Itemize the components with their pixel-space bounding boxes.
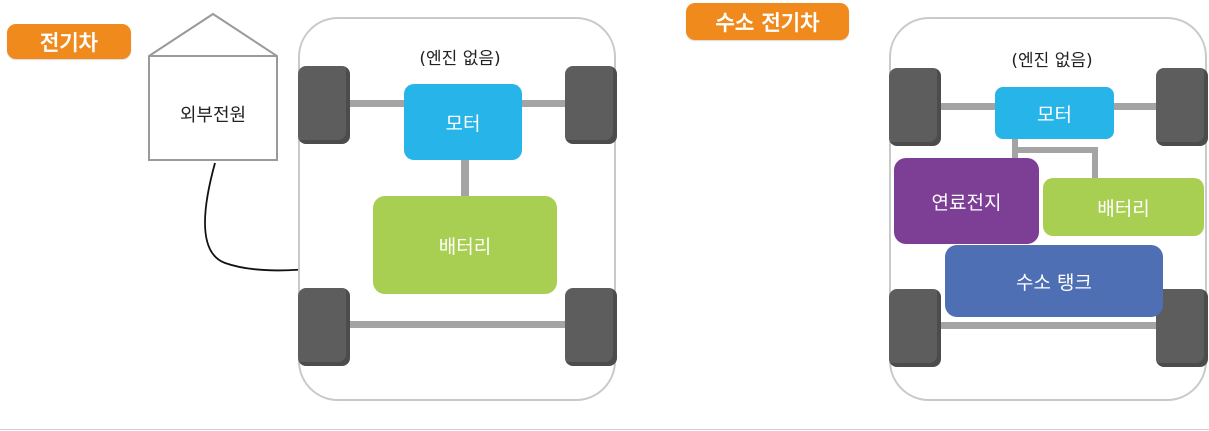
- fcev-hydrogen-tank-box: 수소 탱크: [945, 245, 1163, 317]
- fcev-wheel-rear-left: [889, 289, 941, 367]
- ev-engine-note: (엔진 없음): [419, 49, 501, 69]
- fcev-rear-axle: [930, 322, 1170, 329]
- fcev-fuel-cell-box: 연료전지: [894, 158, 1039, 244]
- ev-motor-box: 모터: [404, 84, 522, 160]
- fcev-engine-note: (엔진 없음): [1011, 51, 1093, 71]
- ev-motor-battery-link: [461, 158, 469, 198]
- external-power-house-outline: [148, 12, 278, 161]
- ev-wheel-rear-left: [298, 288, 350, 366]
- ev-badge: 전기차: [7, 24, 131, 59]
- fcev-motor-box: 모터: [995, 87, 1114, 139]
- ev-battery-box: 배터리: [373, 196, 557, 294]
- fcev-wheel-rear-right: [1156, 289, 1208, 367]
- ev-rear-axle: [340, 321, 580, 328]
- fcev-badge: 수소 전기차: [686, 3, 849, 40]
- fcev-battery-box: 배터리: [1043, 178, 1204, 236]
- external-power-label: 외부전원: [179, 105, 247, 126]
- ev-wheel-front-right: [565, 66, 617, 144]
- bottom-divider: [0, 429, 1209, 430]
- ev-wheel-front-left: [298, 66, 350, 144]
- ev-wheel-rear-right: [565, 288, 617, 366]
- fcev-motor-battery-link-h: [1012, 147, 1098, 153]
- fcev-wheel-front-right: [1156, 68, 1208, 146]
- fcev-motor-battery-link-v: [1092, 147, 1098, 180]
- fcev-wheel-front-left: [889, 68, 941, 146]
